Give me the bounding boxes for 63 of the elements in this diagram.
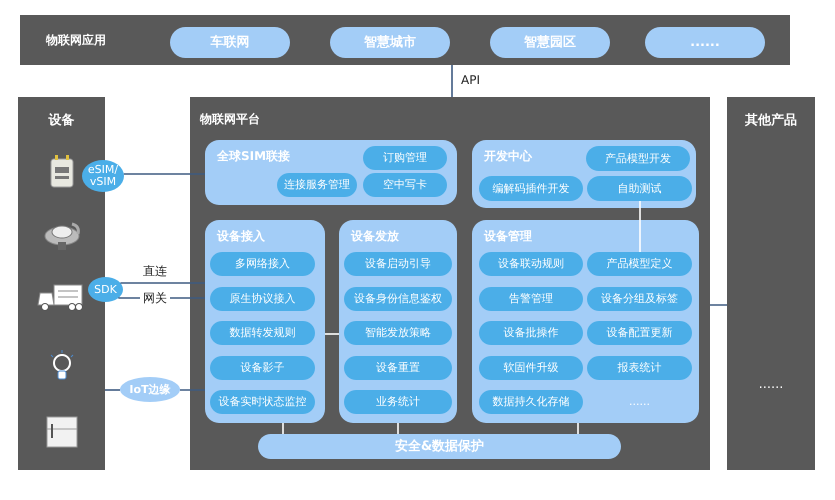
connection-bubble: IoT边缘 — [120, 377, 180, 402]
feature-pill: 订购管理 — [363, 146, 447, 170]
panel-title: 设备接入 — [217, 228, 265, 245]
connector-line — [180, 389, 205, 391]
ellipsis-text: ...... — [758, 377, 784, 392]
panel-title: 物联网应用 — [46, 32, 106, 49]
module-panel — [205, 140, 457, 205]
application-pill: 车联网 — [170, 27, 290, 58]
feature-pill: 设备分组及标签 — [587, 287, 692, 311]
application-pill: ...... — [645, 27, 765, 58]
feature-pill: 数据转发规则 — [210, 321, 315, 345]
module-panel — [472, 220, 699, 423]
panel-title: 开发中心 — [484, 148, 532, 165]
feature-pill: 自助测试 — [587, 176, 692, 201]
panel-title: 设备管理 — [484, 228, 532, 245]
connector-line — [710, 304, 727, 306]
platform-panel — [190, 97, 710, 470]
connector-line — [105, 389, 120, 391]
feature-pill: 设备重置 — [344, 356, 452, 380]
connector-line — [577, 423, 579, 434]
panel-title: 物联网平台 — [200, 111, 260, 128]
connector-line — [451, 65, 453, 97]
panel-title: 全球SIM联接 — [217, 148, 290, 165]
connector-line — [639, 201, 641, 252]
feature-pill: 编解码插件开发 — [479, 176, 583, 201]
ellipsis-text: ...... — [587, 390, 692, 414]
feature-pill: 空中写卡 — [363, 173, 447, 197]
feature-pill: 软固件升级 — [479, 356, 583, 380]
module-panel — [339, 220, 457, 423]
feature-pill: 设备启动引导 — [344, 252, 452, 276]
edge-label: 网关 — [140, 291, 170, 305]
application-pill: 智慧城市 — [330, 27, 450, 58]
connector-line — [282, 423, 284, 434]
application-pill: 智慧园区 — [490, 27, 610, 58]
feature-pill: 智能发放策略 — [344, 321, 452, 345]
column-panel — [727, 97, 815, 470]
connection-bubble: eSIM/ vSIM — [82, 160, 124, 192]
feature-pill: 数据持久化存储 — [479, 390, 583, 414]
column-title: 其他产品 — [744, 112, 798, 129]
feature-pill: 设备配置更新 — [587, 321, 692, 345]
feature-pill: 报表统计 — [587, 356, 692, 380]
column-title: 设备 — [47, 112, 76, 129]
feature-pill: 产品模型定义 — [587, 252, 692, 276]
feature-pill: 产品模型开发 — [586, 146, 690, 171]
feature-pill: 多网络接入 — [210, 252, 315, 276]
connector-line — [397, 423, 399, 434]
feature-pill: 原生协议接入 — [210, 287, 315, 311]
feature-pill: 连接服务管理 — [277, 173, 357, 197]
feature-pill: 告警管理 — [479, 287, 583, 311]
panel-title: 设备发放 — [351, 228, 399, 245]
module-panel — [472, 140, 696, 208]
application-band — [20, 15, 790, 65]
connector-line — [120, 282, 205, 284]
feature-pill: 设备实时状态监控 — [210, 390, 315, 414]
feature-pill: 设备身份信息鉴权 — [344, 287, 452, 311]
module-panel — [205, 220, 325, 423]
feature-pill: 设备批操作 — [479, 321, 583, 345]
feature-pill: 设备联动规则 — [479, 252, 583, 276]
feature-pill: 业务统计 — [344, 390, 452, 414]
security-bar: 安全&数据保护 — [258, 434, 621, 459]
feature-pill: 设备影子 — [210, 356, 315, 380]
connector-line — [325, 333, 339, 335]
connector-line — [124, 173, 205, 175]
